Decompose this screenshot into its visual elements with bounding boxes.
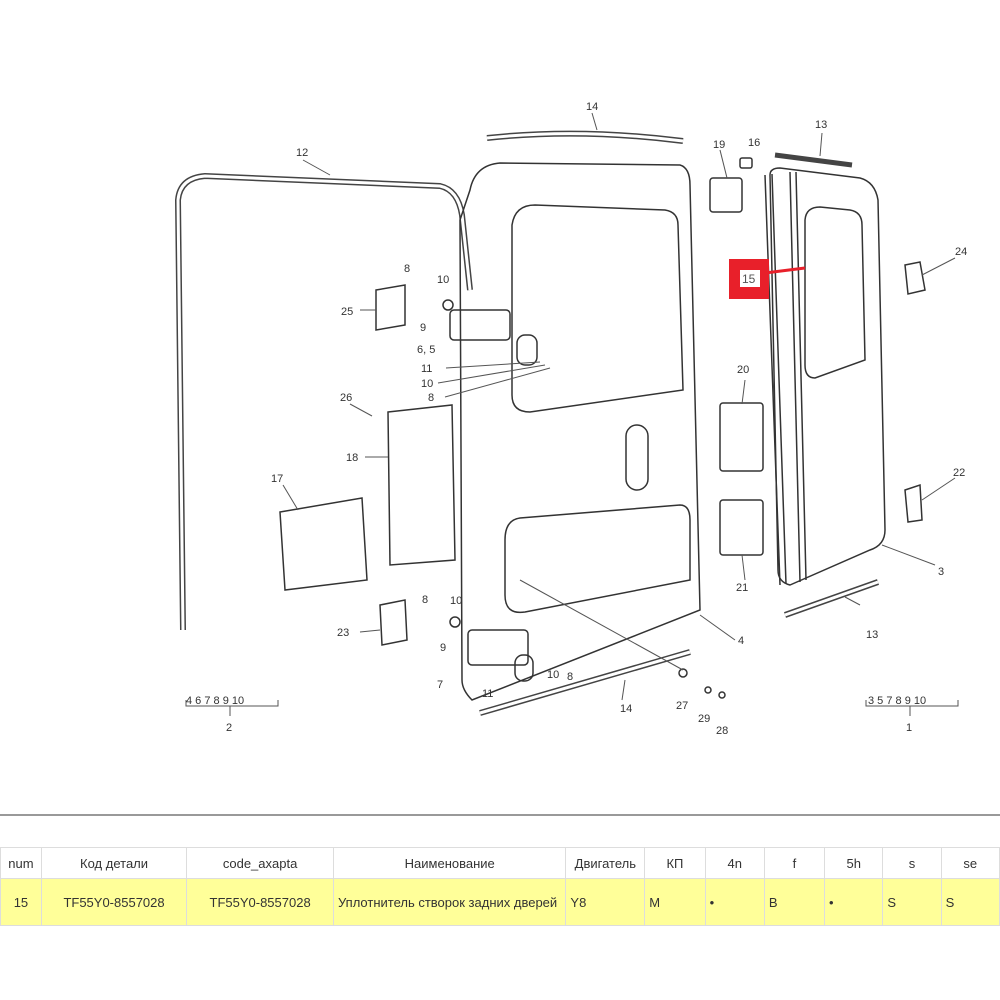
callout-1[interactable]: 1 [906,722,912,734]
callout-2[interactable]: 2 [226,722,232,734]
callout-8[interactable]: 8 [422,594,428,606]
cell-4n: • [704,878,765,926]
callout-10[interactable]: 10 [421,378,433,390]
callout-25[interactable]: 25 [341,306,353,318]
cell-code-axapta: TF55Y0-8557028 [186,878,334,926]
callout-8[interactable]: 8 [404,263,410,275]
col-code-axapta: code_axapta [186,847,334,879]
callout-7[interactable]: 7 [437,679,443,691]
callout-21[interactable]: 21 [736,582,748,594]
callout-labels: 14 12 19 16 13 24 8 10 25 9 6, 5 11 10 8… [186,101,967,737]
cell-gearbox: M [644,878,706,926]
col-engine: Двигатель [565,847,646,879]
separator [0,814,1000,816]
col-se: se [940,847,1000,879]
callout-10[interactable]: 10 [450,595,462,607]
callout-9[interactable]: 9 [440,642,446,654]
table-row[interactable]: 15 TF55Y0-8557028 TF55Y0-8557028 Уплотни… [0,878,1000,926]
callout-11[interactable]: 11 [482,688,493,700]
highlight-callout-15[interactable]: 15 [729,259,806,299]
callout-29[interactable]: 29 [698,713,710,725]
parts-diagram: 14 12 19 16 13 24 8 10 25 9 6, 5 11 10 8… [174,101,967,737]
callout-9[interactable]: 9 [420,322,426,334]
callout-12[interactable]: 12 [296,147,308,159]
callout-8[interactable]: 8 [428,392,434,404]
col-num: num [0,847,42,879]
cell-se: S [940,878,1000,926]
cell-num: 15 [0,878,42,926]
col-name: Наименование [332,847,567,879]
callout-10[interactable]: 10 [547,669,559,681]
callout-13[interactable]: 13 [815,119,827,131]
col-s: s [882,847,942,879]
callout-11[interactable]: 11 [421,363,432,375]
callout-10[interactable]: 10 [437,274,449,286]
callout-23[interactable]: 23 [337,627,349,639]
parts-table: num Код детали code_axapta Наименование … [0,847,1000,926]
callout-3[interactable]: 3 [938,566,944,578]
cell-5h: • [824,878,884,926]
cell-name: Уплотнитель створок задних дверей [332,878,567,926]
col-4n: 4n [704,847,765,879]
callout-14[interactable]: 14 [620,703,632,715]
callout-24[interactable]: 24 [955,246,967,258]
callout-4[interactable]: 4 [738,635,744,647]
col-5h: 5h [824,847,884,879]
callout-20[interactable]: 20 [737,364,749,376]
col-part-code: Код детали [40,847,188,879]
callout-17[interactable]: 17 [271,473,283,485]
cell-f: B [763,878,826,926]
highlight-label: 15 [742,272,756,286]
left-door [459,162,701,701]
callout-16[interactable]: 16 [748,137,760,149]
callout-27[interactable]: 27 [676,700,688,712]
callout-22[interactable]: 22 [953,467,965,479]
cell-engine: Y8 [565,878,646,926]
table-header-row: num Код детали code_axapta Наименование … [0,847,1000,879]
callout-13[interactable]: 13 [866,629,878,641]
callout-28[interactable]: 28 [716,725,728,737]
cell-part-code: TF55Y0-8557028 [40,878,188,926]
callout-26[interactable]: 26 [340,392,352,404]
callout-6-5[interactable]: 6, 5 [417,344,435,356]
col-f: f [763,847,826,879]
callout-14[interactable]: 14 [586,101,598,113]
callout-18[interactable]: 18 [346,452,358,464]
callout-19[interactable]: 19 [713,139,725,151]
callout-8[interactable]: 8 [567,671,573,683]
group-1-items: 3 5 7 8 9 10 [868,695,926,707]
col-gearbox: КП [644,847,706,879]
group-2-items: 4 6 7 8 9 10 [186,695,244,707]
right-door [769,167,886,586]
cell-s: S [882,878,942,926]
